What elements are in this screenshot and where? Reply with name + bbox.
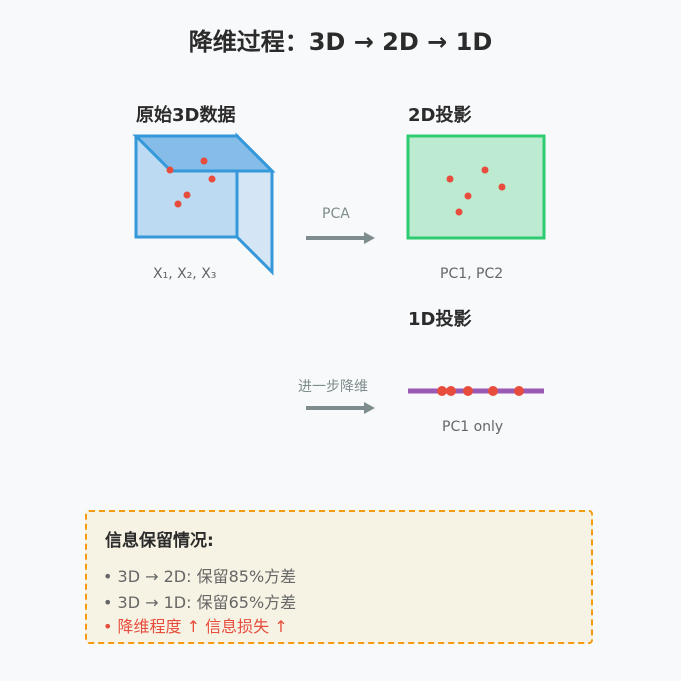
data-point — [446, 175, 454, 183]
data-point — [455, 208, 463, 216]
page-title: 降维过程：3D → 2D → 1D — [188, 28, 493, 56]
plane-2d-rect — [406, 134, 546, 240]
cube-top-face — [132, 134, 276, 173]
info-title: 信息保留情况: — [105, 531, 214, 551]
data-point — [481, 166, 489, 174]
heading-1d-projection: 1D投影 — [408, 309, 472, 330]
info-line-2d-variance: • 3D → 2D: 保留85%方差 — [103, 567, 297, 586]
data-point — [488, 386, 498, 396]
data-point — [498, 183, 506, 191]
data-point — [463, 386, 473, 396]
pca-arrow — [306, 232, 375, 244]
reduction-arrow-label: 进一步降维 — [298, 379, 368, 395]
data-point — [166, 166, 174, 174]
data-point — [464, 192, 472, 200]
heading-3d-data: 原始3D数据 — [136, 105, 236, 126]
axes-label-3d: X₁, X₂, X₃ — [153, 266, 217, 282]
cube-3d — [132, 132, 276, 276]
data-point — [200, 157, 208, 165]
data-point — [514, 386, 524, 396]
info-box: 信息保留情况: • 3D → 2D: 保留85%方差 • 3D → 1D: 保留… — [85, 510, 593, 644]
line-1d — [408, 386, 544, 396]
axes-label-2d: PC1, PC2 — [440, 266, 504, 282]
info-line-1d-variance: • 3D → 1D: 保留65%方差 — [103, 593, 297, 612]
reduction-arrow — [306, 402, 375, 414]
info-line-loss-warning: • 降维程度 ↑ 信息损失 ↑ — [103, 617, 288, 636]
heading-2d-projection: 2D投影 — [408, 105, 472, 126]
data-point — [174, 200, 182, 208]
data-point — [437, 386, 447, 396]
pca-arrow-label: PCA — [322, 206, 350, 222]
data-point — [446, 386, 456, 396]
plane-2d — [406, 134, 546, 240]
axes-label-1d: PC1 only — [442, 419, 504, 435]
data-point — [208, 175, 216, 183]
data-point — [183, 191, 191, 199]
